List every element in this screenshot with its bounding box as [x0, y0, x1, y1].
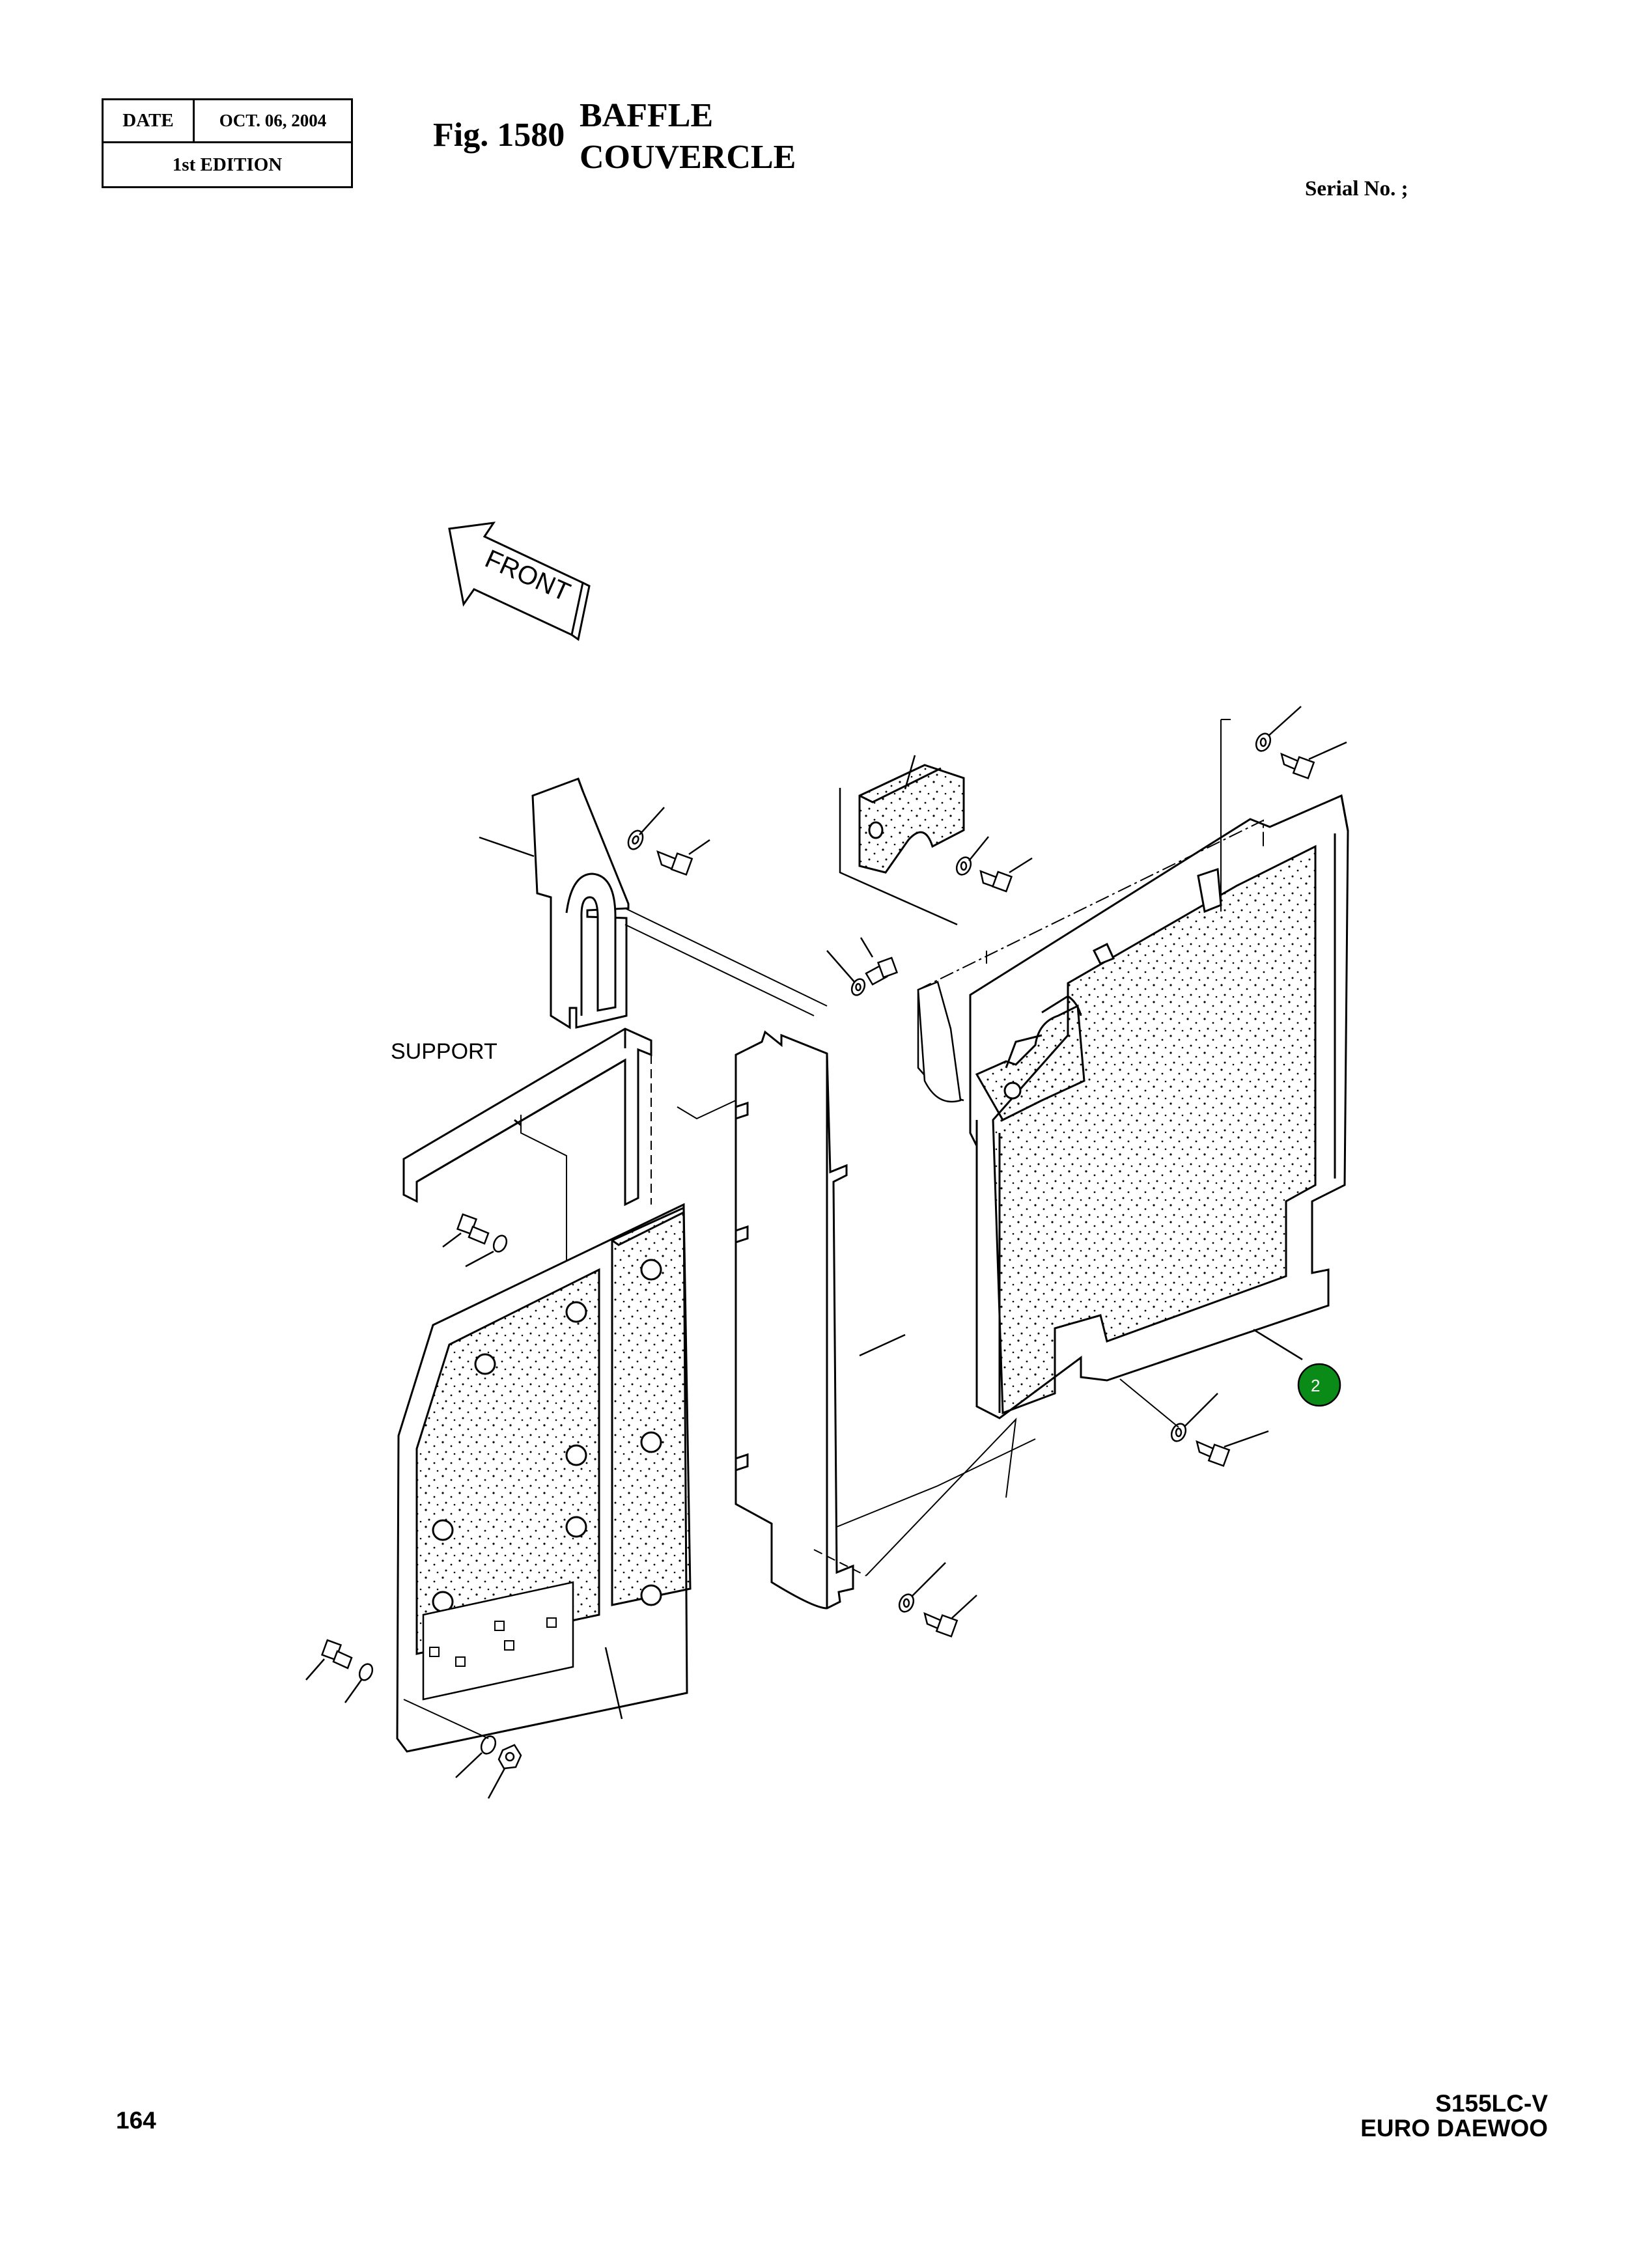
serial-number-label: Serial No. ; [1305, 177, 1408, 201]
upper-bracket-part [531, 777, 630, 1029]
support-label: SUPPORT [391, 1039, 497, 1064]
rubber-block-part [858, 755, 965, 874]
lower-left-washer-upper [465, 1235, 508, 1268]
page-number: 164 [116, 2107, 156, 2134]
callout-marker[interactable] [1297, 1363, 1341, 1407]
figure-number: Fig. 1580 [433, 117, 565, 154]
lower-right-washer [1170, 1393, 1218, 1442]
part-callout-2[interactable]: 2 [1297, 1363, 1341, 1407]
date-label: DATE [104, 100, 195, 141]
lower-right-bolt [1196, 1430, 1269, 1467]
center-bottom-bolt [923, 1595, 977, 1638]
callout-number: 2 [1311, 1376, 1320, 1395]
front-arrow: FRONT [448, 522, 591, 641]
date-value: OCT. 06, 2004 [219, 111, 327, 130]
top-right-washer [1255, 706, 1302, 752]
center-plate-part [735, 1030, 854, 1610]
bracket-bolt [656, 839, 710, 876]
date-row: DATE OCT. 06, 2004 [104, 100, 351, 143]
model-brand-block: S155LC-V EURO DAEWOO [1360, 2091, 1548, 2141]
center-washer [826, 950, 866, 996]
bracket-washer [627, 807, 665, 850]
lower-left-bolt-lower [305, 1639, 353, 1681]
title-english: BAFFLE [580, 97, 714, 134]
top-right-bolt [1280, 741, 1347, 779]
brand-name: EURO DAEWOO [1360, 2115, 1548, 2142]
lower-left-washer-bottom [455, 1735, 497, 1778]
rubber-block-washer [955, 836, 989, 876]
lower-left-panel-part [396, 1203, 692, 1753]
lower-left-washer-lower [344, 1663, 374, 1703]
lower-left-bolt-upper [442, 1213, 490, 1248]
edition-label: 1st EDITION [172, 154, 283, 175]
main-baffle-panel-part [969, 794, 1349, 1419]
center-bottom-washer [898, 1562, 946, 1613]
title-french: COUVERCLE [580, 139, 796, 176]
rubber-block-bolt [979, 857, 1033, 893]
date-edition-box: DATE OCT. 06, 2004 1st EDITION [102, 98, 353, 188]
lower-left-nut-bottom [487, 1744, 522, 1799]
center-bolt [860, 937, 899, 986]
model-name: S155LC-V [1435, 2090, 1548, 2117]
